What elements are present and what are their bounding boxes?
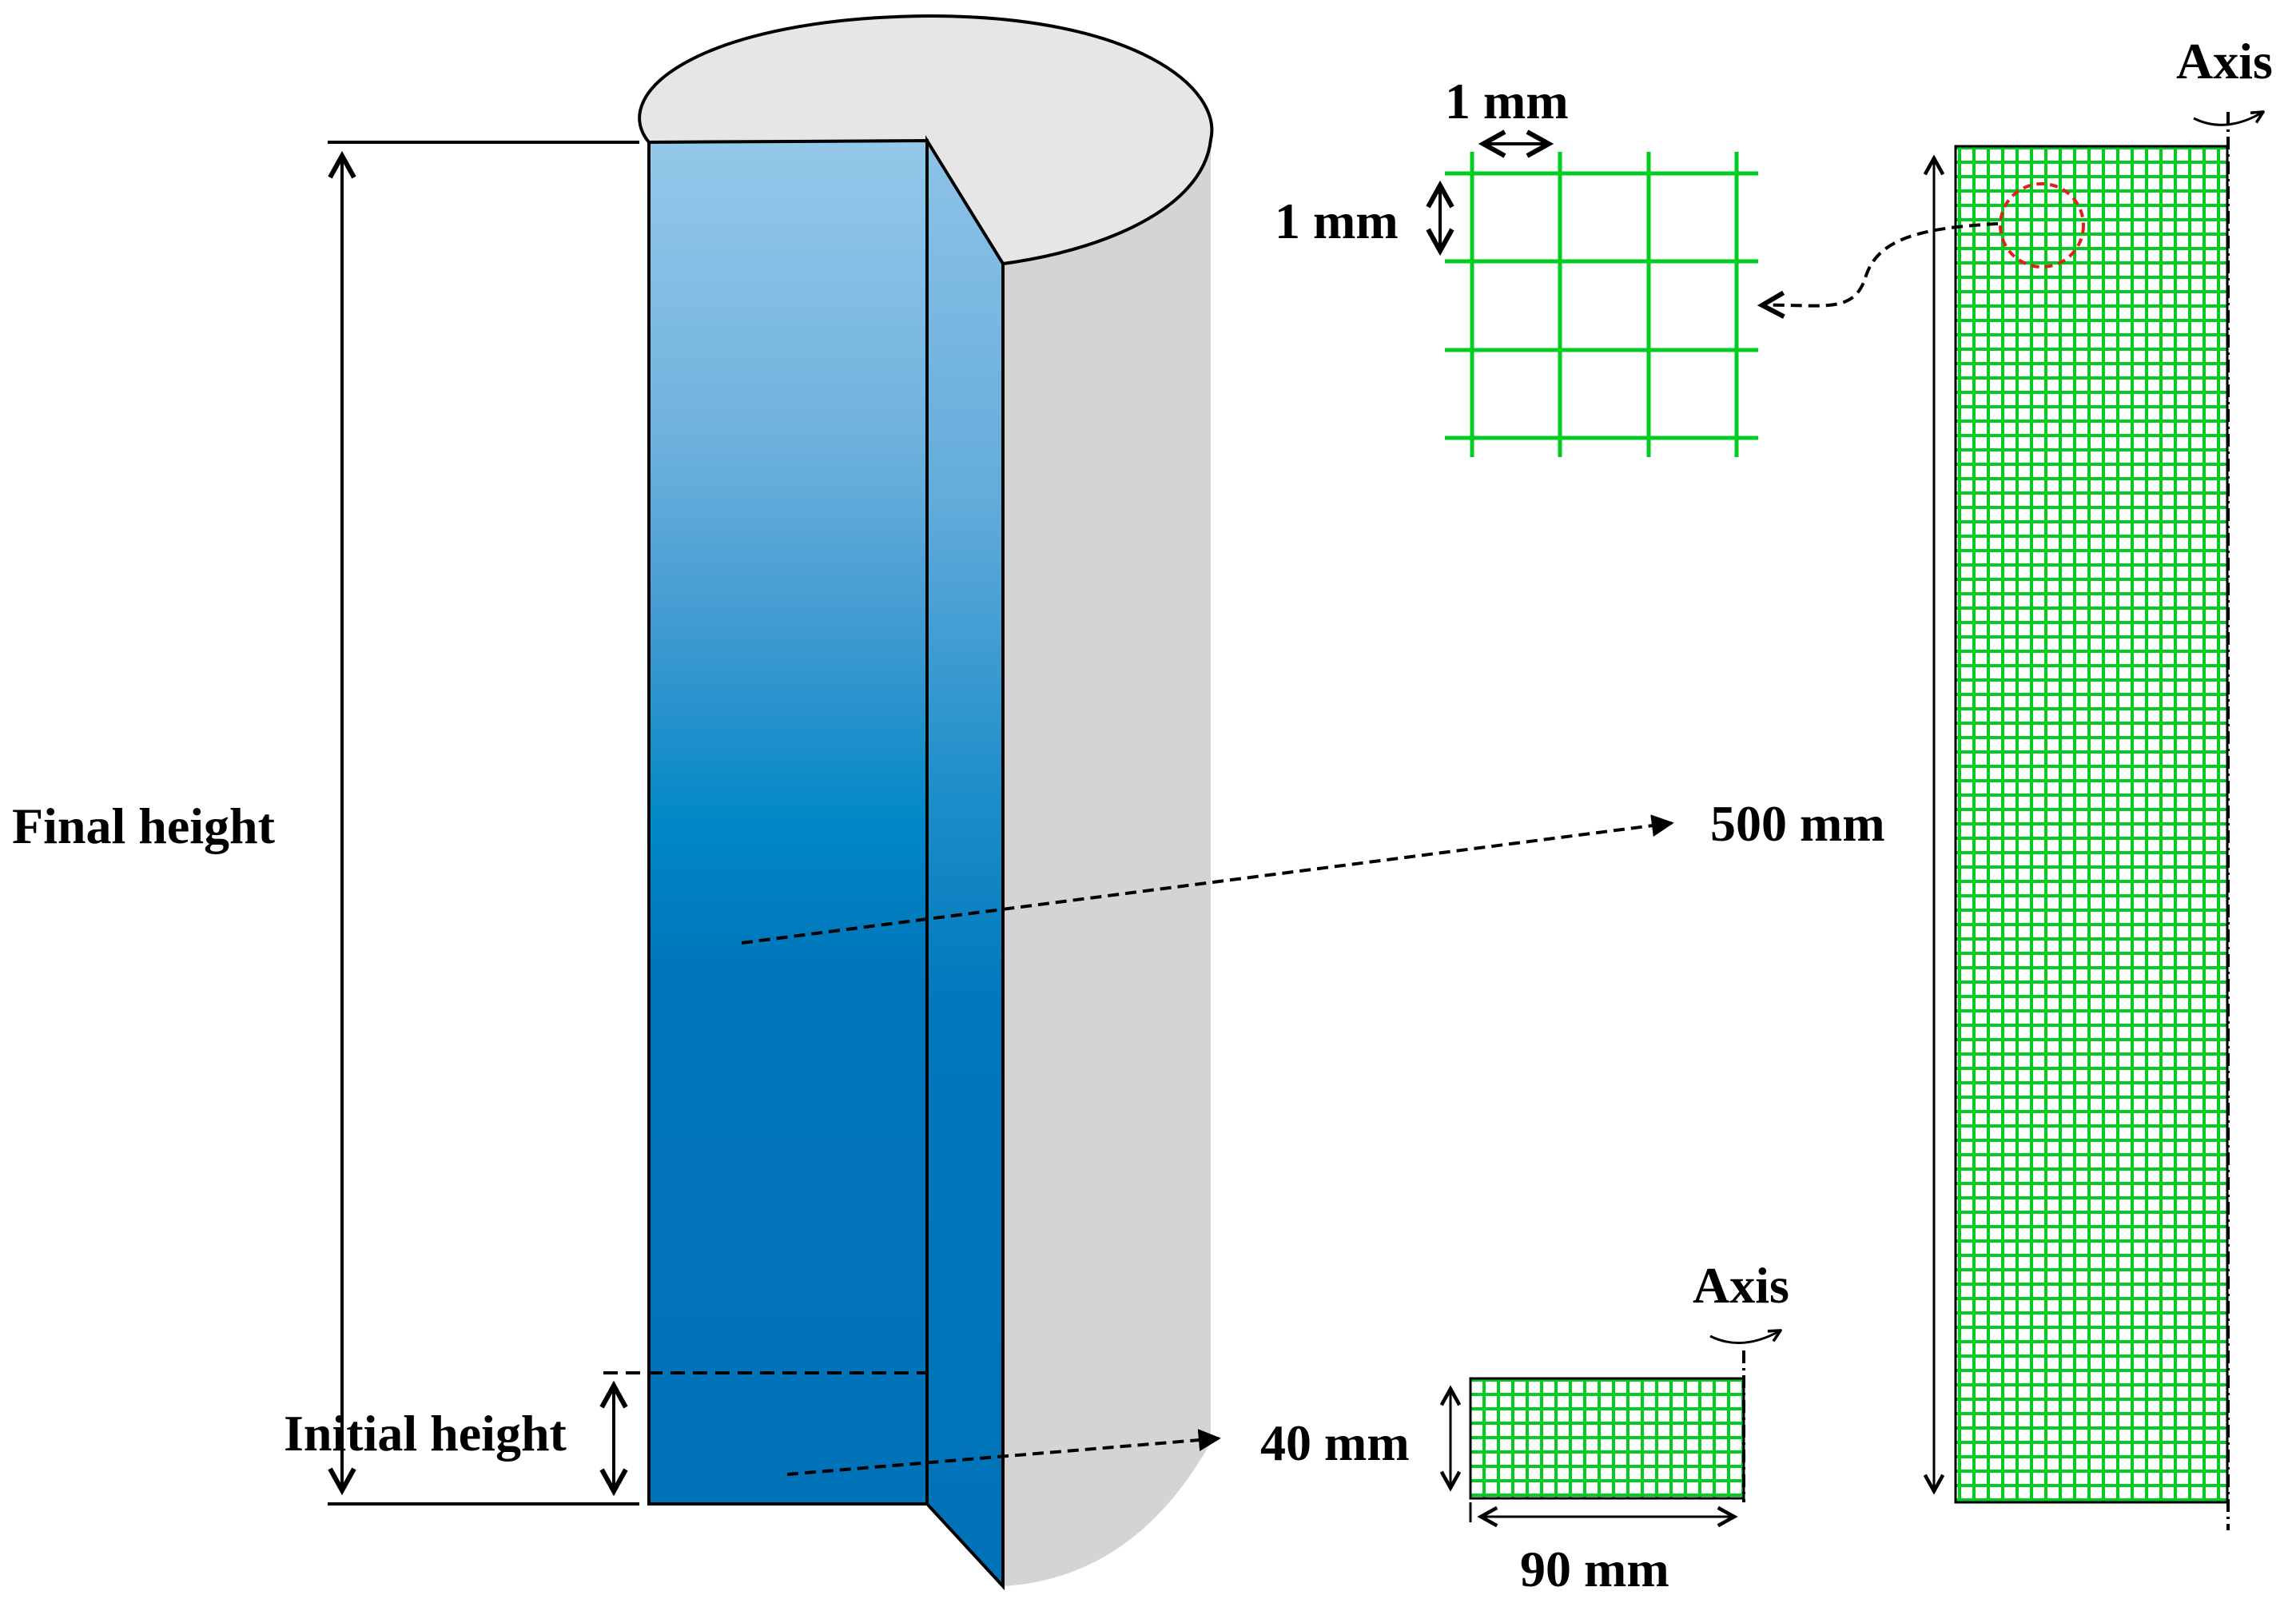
cell-width-label: 1 mm [1445, 73, 1569, 129]
zoom-highlight-circle [1999, 182, 2085, 268]
initial-mesh [1450, 1331, 1781, 1522]
final-mesh-grid [1954, 145, 2229, 1504]
cut-face-front [647, 138, 929, 1506]
initial-mesh-grid [1469, 1377, 1745, 1500]
final-mesh [1934, 112, 2263, 1530]
axis-rotation-icon [2193, 112, 2263, 126]
axis-label-bottom: Axis [1693, 1257, 1789, 1314]
width-value: 90 mm [1520, 1541, 1669, 1597]
axis-label-top: Axis [2176, 33, 2273, 89]
cut-face-side [925, 134, 1005, 1591]
cylinder-side [1003, 140, 1211, 1586]
final-height-dimension [328, 141, 639, 1506]
cylinder [603, 14, 1214, 1591]
axis-rotation-icon [1709, 1331, 1781, 1344]
final-height-value: 500 mm [1710, 795, 1885, 852]
initial-height-callout-arrow [786, 1429, 1221, 1476]
zoomed-mesh [1445, 152, 1758, 457]
final-height-label: Final height [12, 798, 276, 854]
zoom-callout-arrow [1762, 222, 1999, 306]
initial-height-label: Initial height [284, 1405, 567, 1462]
cell-height-label: 1 mm [1275, 193, 1399, 249]
initial-height-value: 40 mm [1260, 1414, 1410, 1471]
final-height-callout-arrow [741, 814, 1674, 945]
